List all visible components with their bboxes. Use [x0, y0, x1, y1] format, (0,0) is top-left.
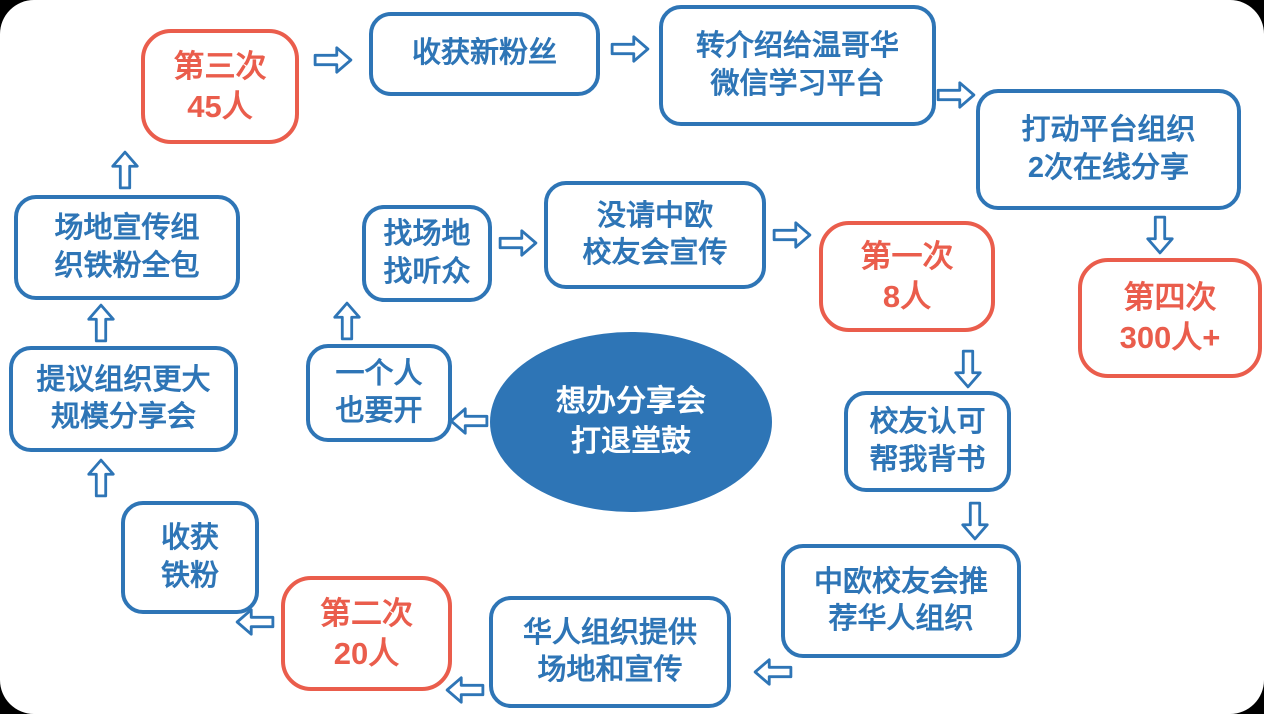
arrow-down-icon [1144, 214, 1176, 256]
node-third-session: 第三次 45人 [141, 29, 299, 144]
node-fourth-session: 第四次 300人+ [1078, 258, 1262, 378]
node-label: 校友认可 帮我背书 [869, 406, 986, 476]
node-alumni-recommend-orgs: 中欧校友会推 荐华人组织 [781, 544, 1021, 658]
arrow-left-icon [752, 656, 794, 688]
node-label: 转介绍给温哥华 微信学习平台 [695, 30, 899, 100]
node-referral-platform: 转介绍给温哥华 微信学习平台 [659, 5, 936, 126]
center-ellipse-label: 想办分享会 打退堂鼓 [556, 384, 706, 459]
node-label: 场地宣传组 织铁粉全包 [54, 212, 200, 282]
arrow-right-icon [771, 219, 813, 251]
node-bigger-event-proposal: 提议组织更大 规模分享会 [9, 346, 238, 452]
node-find-venue-audience: 找场地 找听众 [362, 205, 492, 302]
node-even-alone: 一个人 也要开 [306, 344, 452, 442]
arrow-left-icon [448, 405, 490, 437]
center-ellipse-node: 想办分享会 打退堂鼓 [490, 332, 772, 512]
node-label: 第二次 20人 [320, 595, 413, 671]
arrow-up-icon [85, 302, 117, 344]
arrow-up-icon [331, 300, 363, 342]
node-label: 第一次 8人 [860, 238, 954, 314]
node-label: 华人组织提供 场地和宣传 [522, 616, 697, 686]
node-alumni-endorsement: 校友认可 帮我背书 [844, 391, 1011, 492]
node-first-session: 第一次 8人 [819, 221, 995, 332]
arrow-up-icon [85, 457, 117, 499]
node-label: 打动平台组织 2次在线分享 [1021, 114, 1196, 184]
arrow-right-icon [935, 79, 977, 111]
node-new-fans: 收获新粉丝 [369, 12, 600, 96]
node-second-session: 第二次 20人 [281, 576, 452, 691]
node-label: 收获 铁粉 [160, 522, 219, 592]
arrow-down-icon [952, 348, 984, 390]
arrow-right-icon [312, 44, 354, 76]
node-label: 提议组织更大 规模分享会 [36, 363, 211, 433]
node-label: 第四次 300人+ [1119, 280, 1221, 355]
node-platform-online-shares: 打动平台组织 2次在线分享 [976, 89, 1241, 210]
node-chinese-org-support: 华人组织提供 场地和宣传 [489, 596, 731, 708]
node-venue-promo-by-fans: 场地宣传组 织铁粉全包 [14, 195, 240, 300]
node-label: 第三次 45人 [173, 48, 267, 124]
node-label: 收获新粉丝 [411, 37, 557, 70]
node-no-alumni-promo: 没请中欧 校友会宣传 [544, 181, 766, 289]
arrow-left-icon [444, 674, 486, 706]
node-label: 没请中欧 校友会宣传 [582, 199, 728, 269]
node-label: 中欧校友会推 荐华人组织 [813, 565, 988, 635]
node-label: 找场地 找听众 [383, 218, 471, 288]
node-loyal-fans: 收获 铁粉 [121, 501, 259, 614]
arrow-left-icon [234, 606, 276, 638]
arrow-right-icon [497, 227, 539, 259]
arrow-right-icon [609, 33, 651, 65]
arrow-up-icon [109, 149, 141, 191]
node-label: 一个人 也要开 [335, 357, 423, 427]
arrow-down-icon [959, 500, 991, 542]
